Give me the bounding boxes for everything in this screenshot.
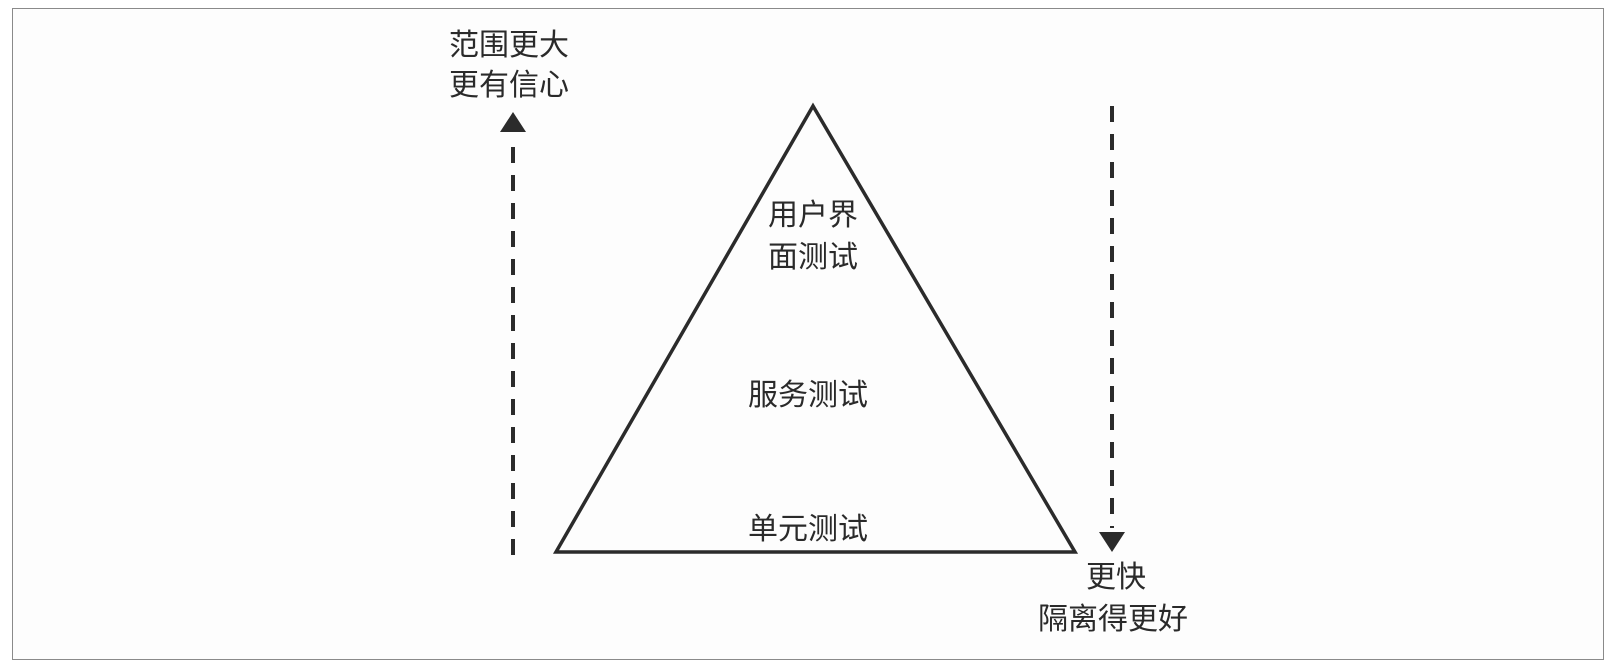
left-axis-label-line2: 更有信心	[449, 68, 569, 103]
right-axis-label-line1: 更快	[1086, 560, 1146, 595]
left-axis-arrowhead-up	[500, 112, 526, 132]
right-axis-arrowhead-down	[1099, 532, 1125, 552]
test-pyramid-triangle	[552, 102, 1079, 554]
right-axis-label-line2: 隔离得更好	[1038, 602, 1188, 637]
pyramid-level-ui-line1: 用户界	[768, 198, 858, 233]
pyramid-level-service: 服务测试	[748, 378, 868, 413]
left-axis-label-line1: 范围更大	[449, 28, 569, 63]
pyramid-level-ui-line2: 面测试	[768, 240, 858, 275]
pyramid-level-unit: 单元测试	[748, 512, 868, 547]
